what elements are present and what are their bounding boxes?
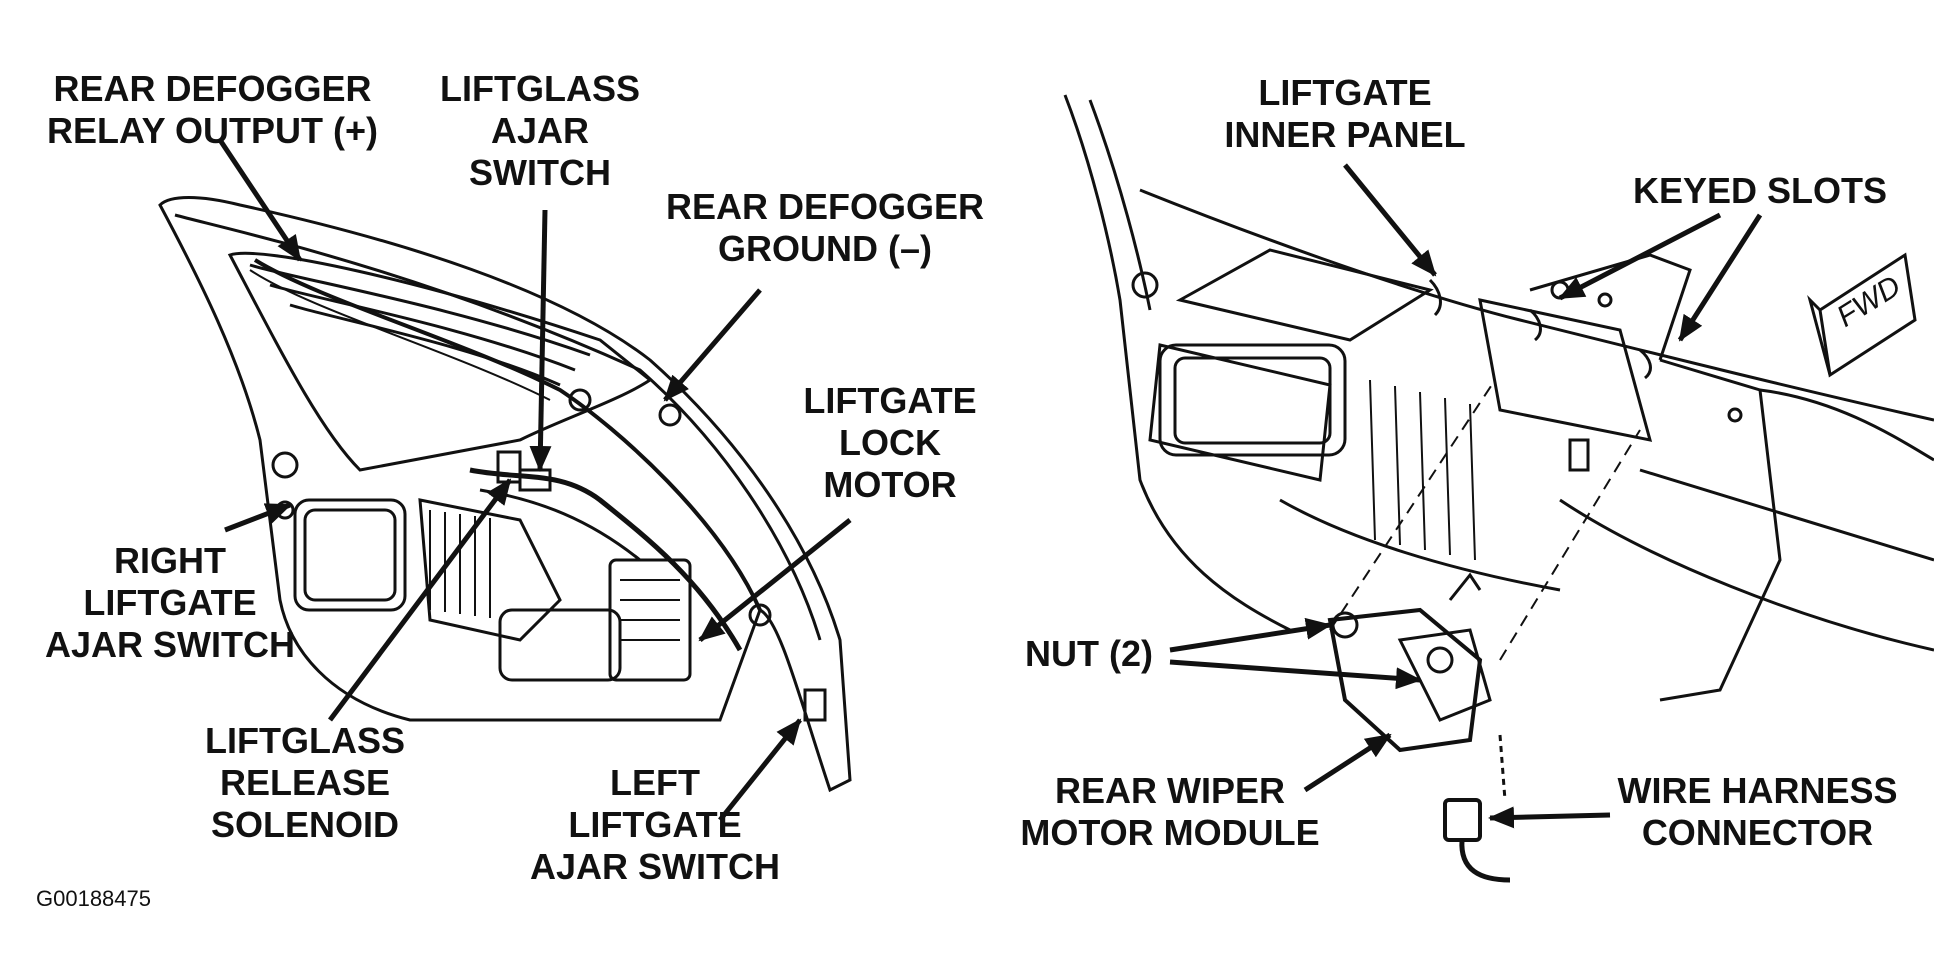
label-liftgate-inner-panel: LIFTGATE INNER PANEL [1224,72,1466,155]
left-liftgate-drawing [158,196,852,793]
label-liftglass-ajar-switch: LIFTGLASS AJAR SWITCH [440,68,640,193]
label-wire-harness-connector: WIRE HARNESS CONNECTOR [1617,770,1898,853]
arrow-liftglass-ajar-switch [529,209,552,472]
arrow-nut-1 [1169,617,1332,653]
arrow-defogger-ground [663,288,762,402]
label-keyed-slots: KEYED SLOTS [1632,170,1888,211]
arrow-release-solenoid [328,478,512,722]
right-panel-drawing [1063,94,1934,883]
right-leader-arrows [1169,163,1763,829]
label-rear-wiper-motor-module: REAR WIPER MOTOR MODULE [1020,770,1320,853]
left-leader-arrows [217,138,852,822]
label-rear-defogger-ground: REAR DEFOGGER GROUND (–) [665,186,985,269]
label-rear-defogger-relay-output: REAR DEFOGGER RELAY OUTPUT (+) [46,68,379,151]
label-liftgate-lock-motor: LIFTGATE LOCK MOTOR [803,380,977,505]
arrow-inner-panel [1343,163,1437,277]
arrow-nut-2 [1169,659,1422,690]
arrow-harness-connector [1488,806,1611,829]
label-liftglass-release-solenoid: LIFTGLASS RELEASE SOLENOID [205,720,405,845]
label-left-liftgate-ajar-switch: LEFT LIFTGATE AJAR SWITCH [530,762,780,887]
arrow-wiper-module [1303,732,1392,793]
label-nut: NUT (2) [1025,633,1153,674]
arrow-right-ajar-switch [224,502,292,533]
arrow-keyed-slot-1 [1558,212,1722,301]
arrow-left-ajar-switch [718,718,802,822]
arrow-keyed-slot-2 [1677,213,1763,342]
arrow-lock-motor [698,518,852,642]
figure-code: G00188475 [36,886,151,911]
arrow-relay-output [217,138,303,262]
label-right-liftgate-ajar-switch: RIGHT LIFTGATE AJAR SWITCH [45,540,295,665]
